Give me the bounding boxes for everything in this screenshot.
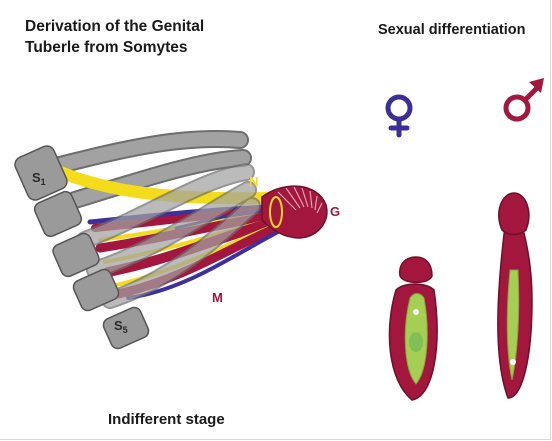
male-genitalia-figure	[498, 193, 532, 398]
g-label: G	[330, 204, 340, 219]
m-label: M	[212, 290, 223, 305]
n-label: N	[249, 174, 258, 189]
male-symbol-icon	[506, 87, 538, 119]
female-genitalia-figure	[389, 257, 437, 400]
female-symbol-icon	[388, 97, 410, 135]
